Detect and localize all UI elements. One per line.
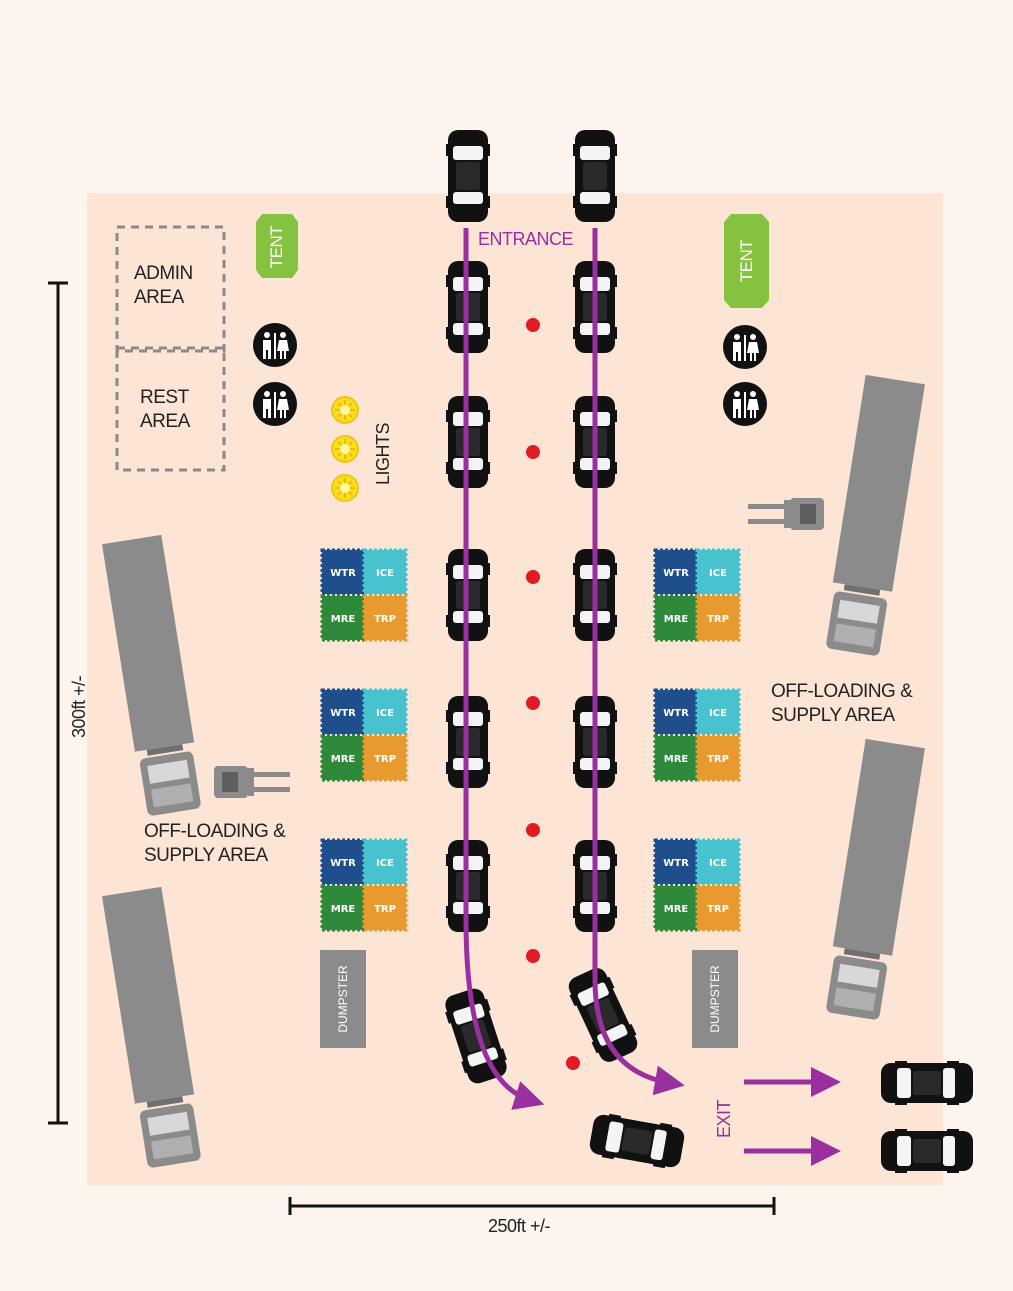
supply-tile-ice (695, 688, 741, 736)
supply-tile-label-ice: ICE (709, 858, 727, 869)
lights-label: LIGHTS (373, 423, 393, 486)
restroom-icon (723, 382, 767, 426)
supply-tile-group: WTR ICE MRE TRP (653, 688, 741, 782)
supply-tile-water (653, 688, 699, 736)
restroom-icon (253, 382, 297, 426)
supply-tile-label-water: WTR (330, 568, 356, 579)
supply-tile-ice (362, 838, 408, 886)
supply-tile-label-ice: ICE (376, 858, 394, 869)
car-icon (573, 130, 617, 222)
car-icon (881, 1129, 973, 1173)
supply-tile-label-tarps: TRP (707, 904, 729, 915)
supply-tile-label-water: WTR (663, 568, 689, 579)
supply-tile-label-ice: ICE (709, 708, 727, 719)
supply-tile-tarps (695, 884, 741, 932)
dumpster-label-right: DUMPSTER (708, 965, 722, 1033)
car-icon (446, 130, 490, 222)
supply-tile-tarps (695, 594, 741, 642)
width-dimension-label: 250ft +/- (488, 1216, 551, 1236)
light-icon (331, 396, 359, 424)
traffic-cone (526, 318, 540, 332)
offloading-area-label-right: OFF-LOADING & SUPPLY AREA (771, 681, 913, 726)
traffic-cone (526, 696, 540, 710)
supply-tile-ice (695, 548, 741, 596)
supply-tile-group: WTR ICE MRE TRP (320, 548, 408, 642)
site-area (87, 193, 943, 1185)
supply-tile-water (320, 688, 366, 736)
restroom-icon (723, 325, 767, 369)
traffic-cone (526, 570, 540, 584)
supply-tile-meals (653, 594, 699, 642)
supply-tile-label-meals: MRE (331, 614, 356, 625)
supply-tile-tarps (695, 734, 741, 782)
supply-tile-label-meals: MRE (664, 754, 689, 765)
width-dimension-line (288, 1197, 776, 1215)
route-arrow-icon (463, 228, 545, 1110)
traffic-cone (526, 823, 540, 837)
supply-tile-meals (320, 734, 366, 782)
supply-tile-group: WTR ICE MRE TRP (320, 688, 408, 782)
supply-tile-label-water: WTR (330, 708, 356, 719)
restroom-icon (253, 323, 297, 367)
traffic-cone (526, 445, 540, 459)
car-icon (881, 1061, 973, 1105)
supply-tile-water (320, 838, 366, 886)
tent-left (256, 214, 298, 278)
supply-tile-label-ice: ICE (709, 568, 727, 579)
supply-tile-water (653, 838, 699, 886)
supply-tile-meals (320, 884, 366, 932)
supply-tile-label-tarps: TRP (374, 904, 396, 915)
route-arrow-icon (592, 228, 685, 1096)
supply-tile-group: WTR ICE MRE TRP (320, 838, 408, 932)
supply-tile-meals (320, 594, 366, 642)
traffic-cone (526, 949, 540, 963)
supply-tile-water (653, 548, 699, 596)
supply-tile-ice (362, 688, 408, 736)
supply-tile-tarps (362, 884, 408, 932)
supply-tile-label-tarps: TRP (374, 614, 396, 625)
rest-area-box (115, 346, 226, 472)
supply-tile-label-meals: MRE (664, 904, 689, 915)
supply-tile-label-tarps: TRP (374, 754, 396, 765)
supply-tile-label-meals: MRE (331, 754, 356, 765)
tent-label-left: TENT (267, 225, 286, 269)
supply-tile-tarps (362, 594, 408, 642)
supply-tile-label-ice: ICE (376, 568, 394, 579)
exit-label: EXIT (714, 1100, 734, 1139)
supply-tile-meals (653, 734, 699, 782)
supply-tile-label-water: WTR (330, 858, 356, 869)
supply-tile-tarps (362, 734, 408, 782)
admin-area-box (115, 225, 226, 353)
entrance-label: ENTRANCE (478, 229, 574, 249)
dumpster-right (692, 950, 738, 1048)
dumpster-label-left: DUMPSTER (336, 965, 350, 1033)
light-icon (331, 435, 359, 463)
supply-tile-label-tarps: TRP (707, 614, 729, 625)
supply-tile-ice (695, 838, 741, 886)
dumpster-left (320, 950, 366, 1048)
traffic-cone (566, 1056, 580, 1070)
rest-area-label: REST AREA (140, 387, 190, 432)
height-dimension-line (48, 281, 68, 1125)
supply-tile-label-meals: MRE (664, 614, 689, 625)
supply-tile-label-tarps: TRP (707, 754, 729, 765)
tent-right (724, 214, 769, 308)
supply-tile-water (320, 548, 366, 596)
supply-tile-meals (653, 884, 699, 932)
tent-label-right: TENT (737, 239, 756, 283)
supply-tile-group: WTR ICE MRE TRP (653, 548, 741, 642)
offloading-area-label-left: OFF-LOADING & SUPPLY AREA (144, 821, 286, 866)
supply-tile-group: WTR ICE MRE TRP (653, 838, 741, 932)
light-icon (331, 474, 359, 502)
admin-area-label: ADMIN AREA (134, 263, 193, 308)
supply-tile-label-meals: MRE (331, 904, 356, 915)
supply-tile-label-water: WTR (663, 708, 689, 719)
height-dimension-label: 300ft +/- (69, 675, 89, 739)
supply-tile-label-ice: ICE (376, 708, 394, 719)
supply-tile-ice (362, 548, 408, 596)
supply-tile-label-water: WTR (663, 858, 689, 869)
